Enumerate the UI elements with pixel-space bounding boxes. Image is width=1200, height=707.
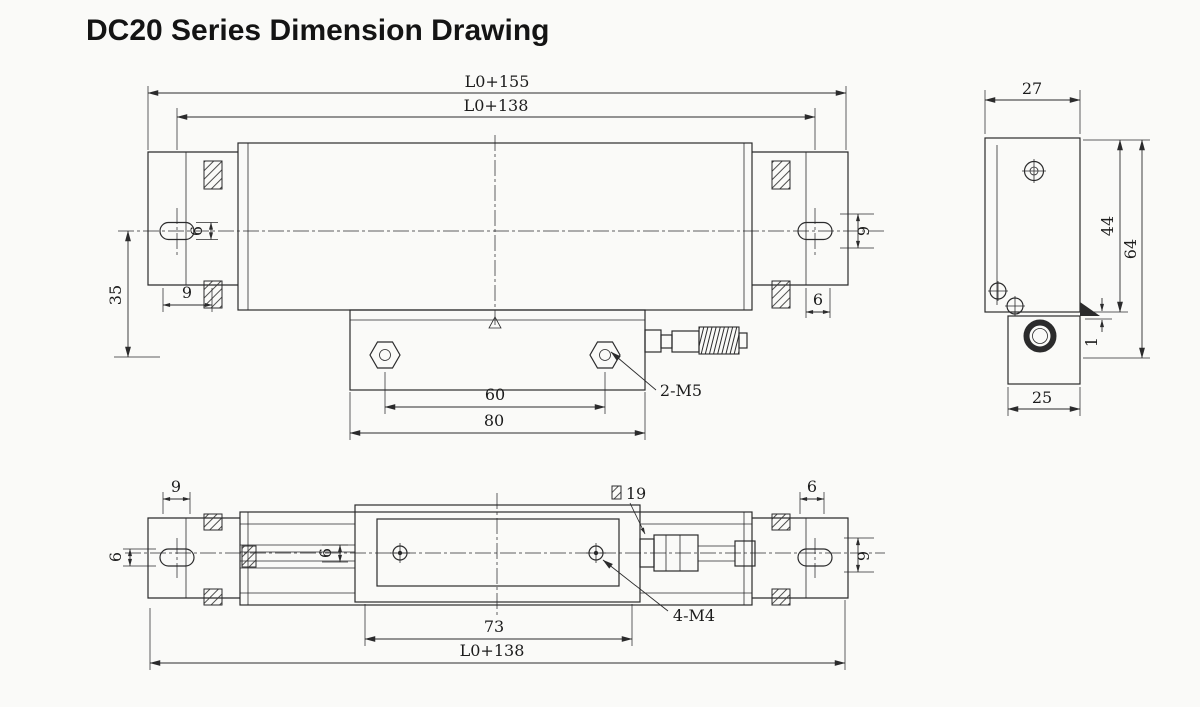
hex-bolt-right [589,341,621,369]
left-clamp-block-top [203,160,223,190]
label-4-m4: 4-M4 [673,606,715,625]
page-title: DC20 Series Dimension Drawing [86,14,549,47]
bottom-right-bracket [752,513,849,606]
dim-6-front-right: 6 [813,290,823,309]
side-dimensions: 27 44 64 1 25 [984,79,1150,416]
dim-9-front-right: 9 [854,226,873,236]
dim-l0plus138-top: L0+138 [464,96,529,115]
left-clamp-block-bottom [203,280,223,309]
reference-mark-triangle [488,316,502,329]
dim-27: 27 [1022,79,1042,98]
bottom-view: 9 6 6 19 6 9 4-M4 [106,477,885,670]
bottom-reading-head [354,504,641,603]
bottom-centerlines [125,493,885,617]
label-19: 19 [626,484,646,503]
side-body [984,137,1100,316]
dim-73: 73 [484,617,504,636]
dim-6-slot-left: 6 [187,226,206,236]
bottom-left-bracket [147,513,240,606]
dim-9-bottom-left: 9 [171,477,181,496]
bottom-dimensions: 9 6 6 19 6 9 4-M4 [106,477,874,670]
cable-grommet [1023,319,1057,353]
dim-25: 25 [1032,388,1052,407]
dim-6-bottom-mid: 6 [316,548,335,558]
dim-64: 64 [1121,239,1140,259]
dim-6-bottom-left: 6 [106,552,125,562]
section-symbol-icon [611,485,622,500]
front-left-bracket [147,151,238,309]
front-cable-connector [644,326,748,355]
dim-6-bottom-right: 6 [807,477,817,496]
side-reading-head [1007,315,1081,385]
front-view: L0+155 L0+138 35 9 6 9 [106,72,886,440]
dim-1: 1 [1082,337,1101,347]
dim-60: 60 [485,385,505,404]
seal-lip-wedge [1080,302,1100,316]
label-2-m5: 2-M5 [660,381,702,400]
side-view: 27 44 64 1 25 [984,79,1150,416]
dim-44: 44 [1098,216,1117,236]
dim-80: 80 [484,411,504,430]
dim-9-bottom-right: 9 [854,551,873,561]
front-centerlines [118,135,886,325]
front-right-bracket [752,151,849,309]
rail-seal-block [241,545,257,568]
threaded-gland [698,326,740,355]
dim-l0plus155: L0+155 [465,72,530,91]
hex-bolt-left [369,341,401,369]
right-clamp-block-bottom [771,280,791,309]
right-clamp-block-top [771,160,791,190]
dim-35: 35 [106,285,125,305]
front-reading-head [349,309,646,391]
dim-l0plus138-bottom: L0+138 [460,641,525,660]
dim-9-front-left: 9 [182,283,192,302]
front-dimensions: L0+155 L0+138 35 9 6 9 [106,72,874,440]
